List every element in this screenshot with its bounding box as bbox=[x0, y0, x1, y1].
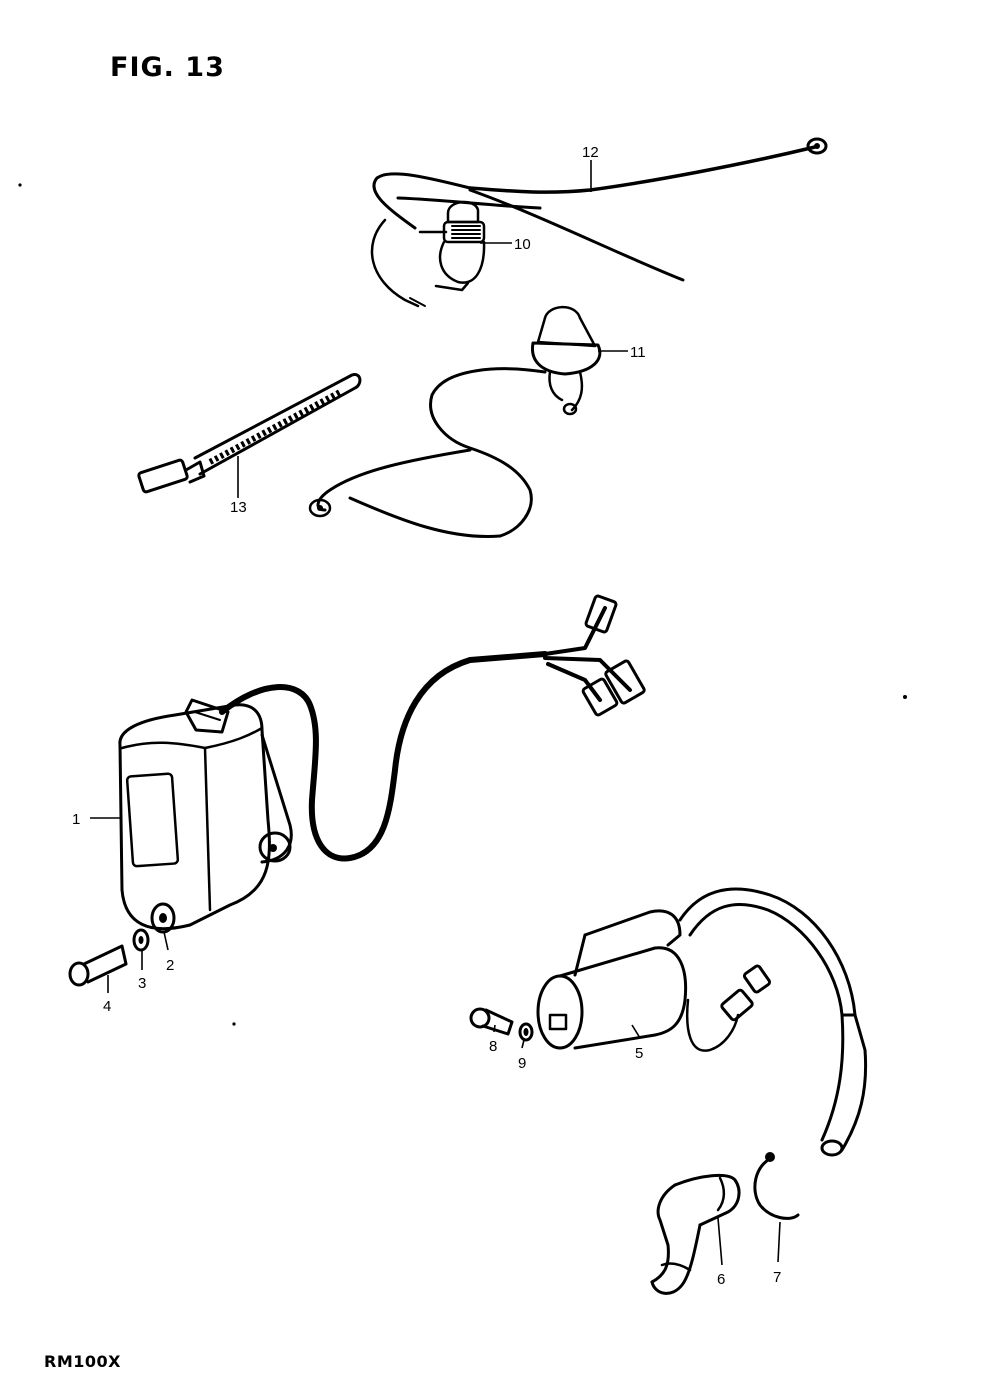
part-12-lead-wire bbox=[372, 137, 828, 282]
callout-6: 6 bbox=[717, 1271, 725, 1288]
callout-7: 7 bbox=[773, 1269, 781, 1286]
part-8-bolt bbox=[469, 1007, 514, 1036]
part-10-switch bbox=[370, 200, 486, 308]
callout-4: 4 bbox=[103, 998, 111, 1015]
model-code: RM100X bbox=[44, 1352, 121, 1371]
callout-9: 9 bbox=[518, 1055, 526, 1072]
part-9-washer bbox=[518, 1022, 534, 1042]
callout-2: 2 bbox=[166, 957, 174, 974]
part-6-spark-plug-cap bbox=[650, 1174, 741, 1295]
callout-1: 1 bbox=[72, 811, 80, 828]
callout-3: 3 bbox=[138, 975, 146, 992]
part-4-bolt bbox=[68, 944, 128, 987]
part-2-washer bbox=[150, 902, 176, 934]
callout-12: 12 bbox=[582, 144, 599, 161]
leader-lines bbox=[90, 160, 781, 1266]
callout-5: 5 bbox=[635, 1045, 643, 1062]
part-11-switch bbox=[308, 305, 602, 539]
speck bbox=[18, 183, 22, 187]
part-13-cable-tie bbox=[137, 373, 362, 494]
part-7-clamp bbox=[753, 1152, 800, 1220]
callout-8: 8 bbox=[489, 1038, 497, 1055]
callout-10: 10 bbox=[514, 236, 531, 253]
callout-13: 13 bbox=[230, 499, 247, 516]
figure-title: FIG. 13 bbox=[110, 52, 225, 83]
part-1-cdi-unit bbox=[118, 594, 646, 931]
part-5-ignition-coil bbox=[536, 887, 868, 1157]
speck bbox=[232, 1022, 236, 1026]
speck bbox=[903, 695, 907, 699]
callout-11: 11 bbox=[630, 344, 646, 361]
part-3-lock-washer bbox=[132, 928, 150, 952]
